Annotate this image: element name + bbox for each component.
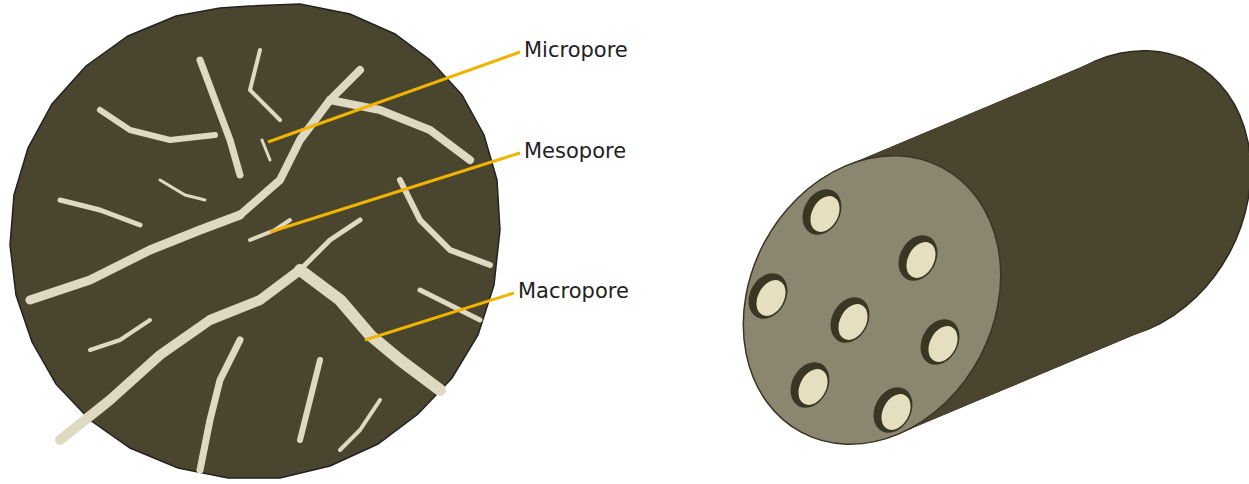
- channel-hole: [751, 275, 792, 321]
- channel-hole: [901, 237, 942, 283]
- callout-label: Macropore: [518, 281, 629, 302]
- cylinder-body: [694, 110, 1050, 484]
- channel-hole: [805, 191, 846, 237]
- channel-hole: [741, 266, 795, 325]
- channel-hole: [783, 355, 837, 414]
- particle-body: [10, 4, 500, 478]
- leader-lines: [268, 52, 520, 340]
- callout-label: Micropore: [524, 40, 628, 61]
- callout-label: Mesopore: [524, 141, 626, 162]
- cylinder-face: [694, 110, 1050, 484]
- channel-holes: [741, 182, 967, 439]
- channel-hole: [795, 182, 849, 241]
- channel-hole: [891, 228, 945, 287]
- channel-hole: [793, 364, 834, 410]
- channel-hole: [833, 299, 874, 345]
- channel-hole: [866, 380, 920, 439]
- channel-hole: [823, 290, 877, 349]
- channel-hole: [923, 321, 964, 367]
- pore-network: [30, 50, 490, 470]
- cylinder-body: [694, 5, 1249, 484]
- channel-hole: [876, 389, 917, 435]
- channel-hole: [913, 312, 967, 371]
